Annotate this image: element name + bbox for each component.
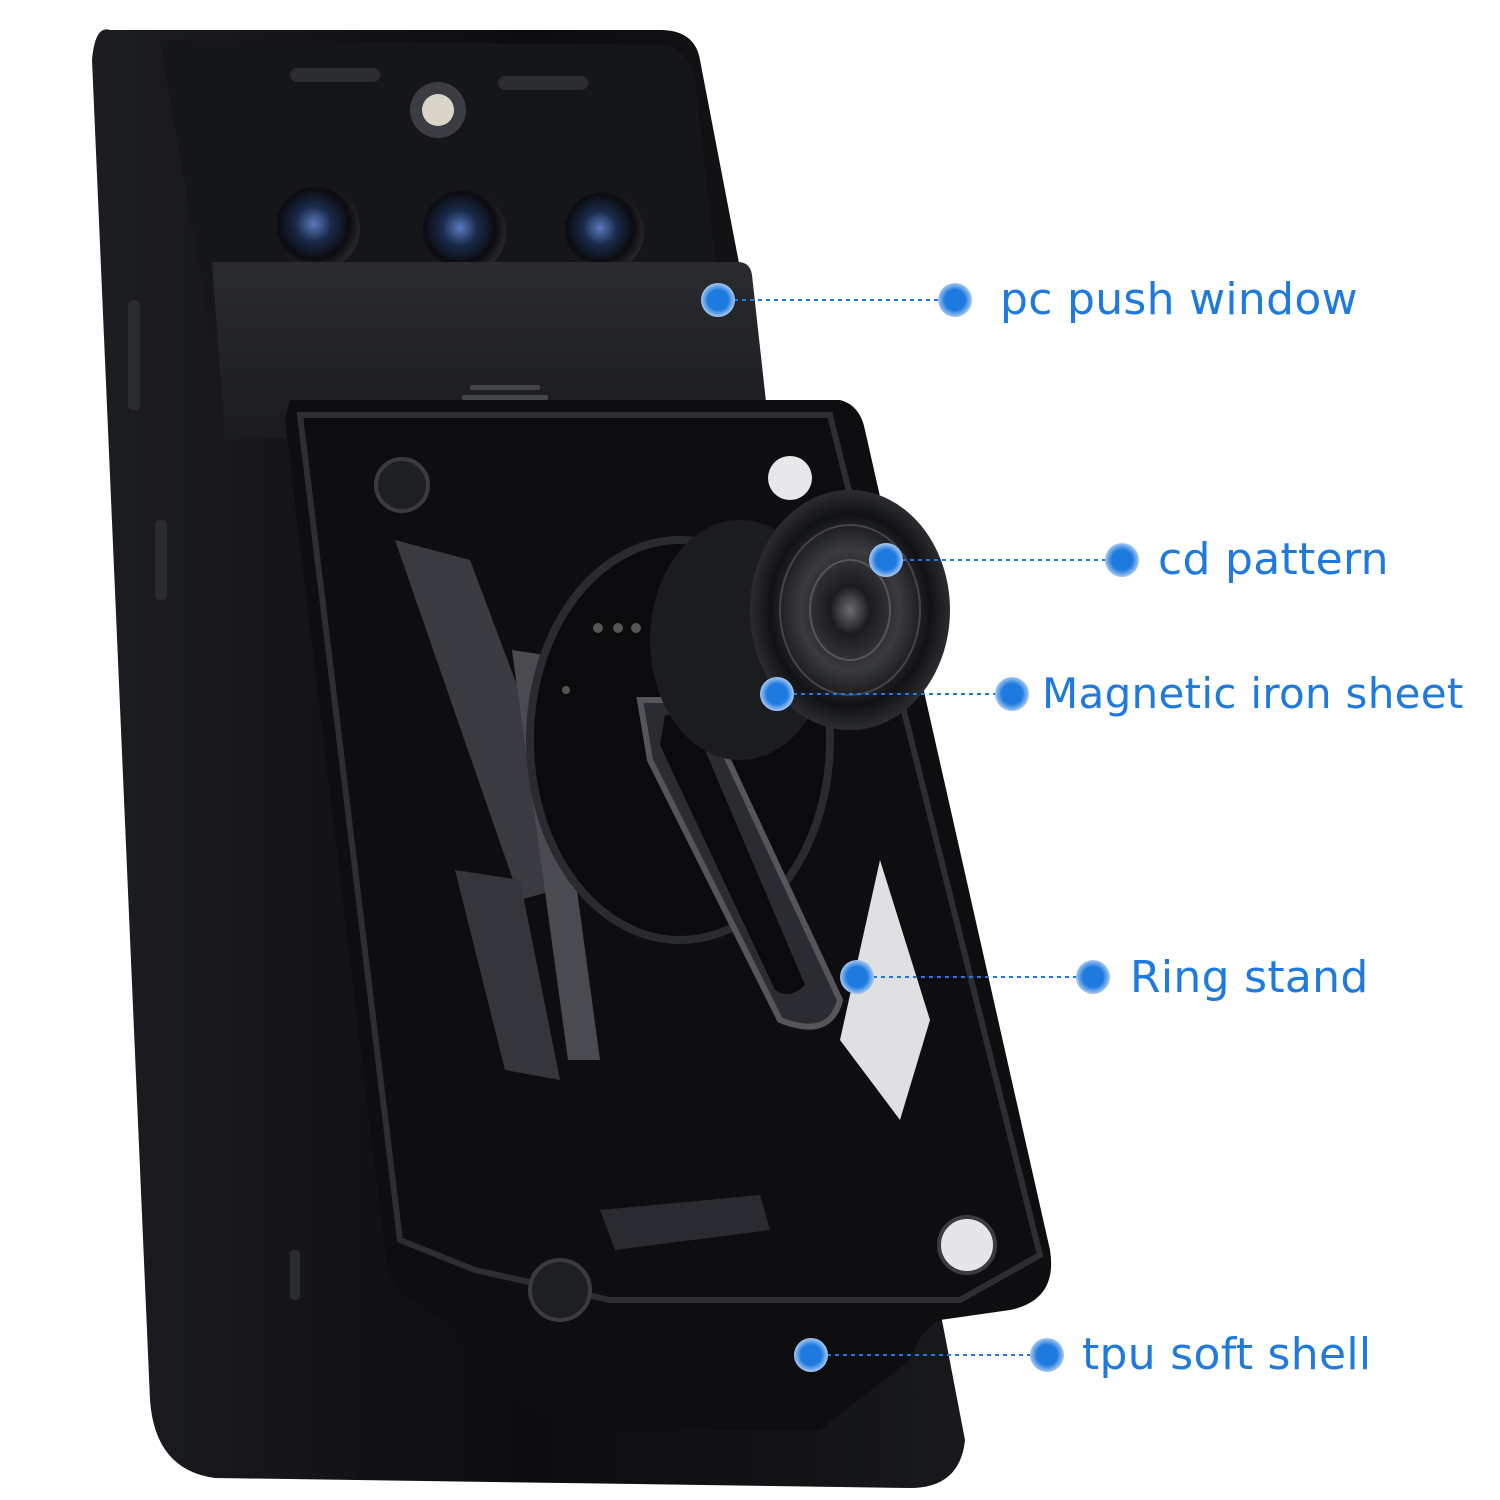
- camera-module: [276, 68, 644, 274]
- tpu-soft-shell-anchor-dot: [794, 1338, 828, 1372]
- camera-lens-icon: [564, 192, 644, 272]
- ring-stand-label: Ring stand: [1130, 952, 1369, 1003]
- ring-stand-anchor-dot: [840, 960, 874, 994]
- pc-push-window-label: pc push window: [1000, 274, 1358, 325]
- magnetic-iron-sheet-label: Magnetic iron sheet: [1042, 669, 1464, 718]
- ring-stand-end-dot: [1076, 960, 1110, 994]
- magnetic-iron-sheet-end-dot: [995, 677, 1029, 711]
- pc-push-window-anchor-dot: [701, 283, 735, 317]
- callout-dots: [701, 283, 1139, 1372]
- push-window-slider: [212, 262, 768, 440]
- tpu-soft-shell-label: tpu soft shell: [1082, 1329, 1372, 1380]
- cd-pattern-anchor-dot: [869, 543, 903, 577]
- cd-pattern-end-dot: [1105, 543, 1139, 577]
- cd-pattern-label: cd pattern: [1158, 534, 1389, 585]
- pc-push-window-end-dot: [938, 283, 972, 317]
- camera-lens-icon: [276, 186, 360, 270]
- tpu-soft-shell-end-dot: [1030, 1338, 1064, 1372]
- callout-lines: [718, 299, 1122, 1356]
- camera-lens-icon: [422, 190, 506, 274]
- ring-holder: [526, 490, 950, 1030]
- magnetic-iron-sheet-anchor-dot: [760, 677, 794, 711]
